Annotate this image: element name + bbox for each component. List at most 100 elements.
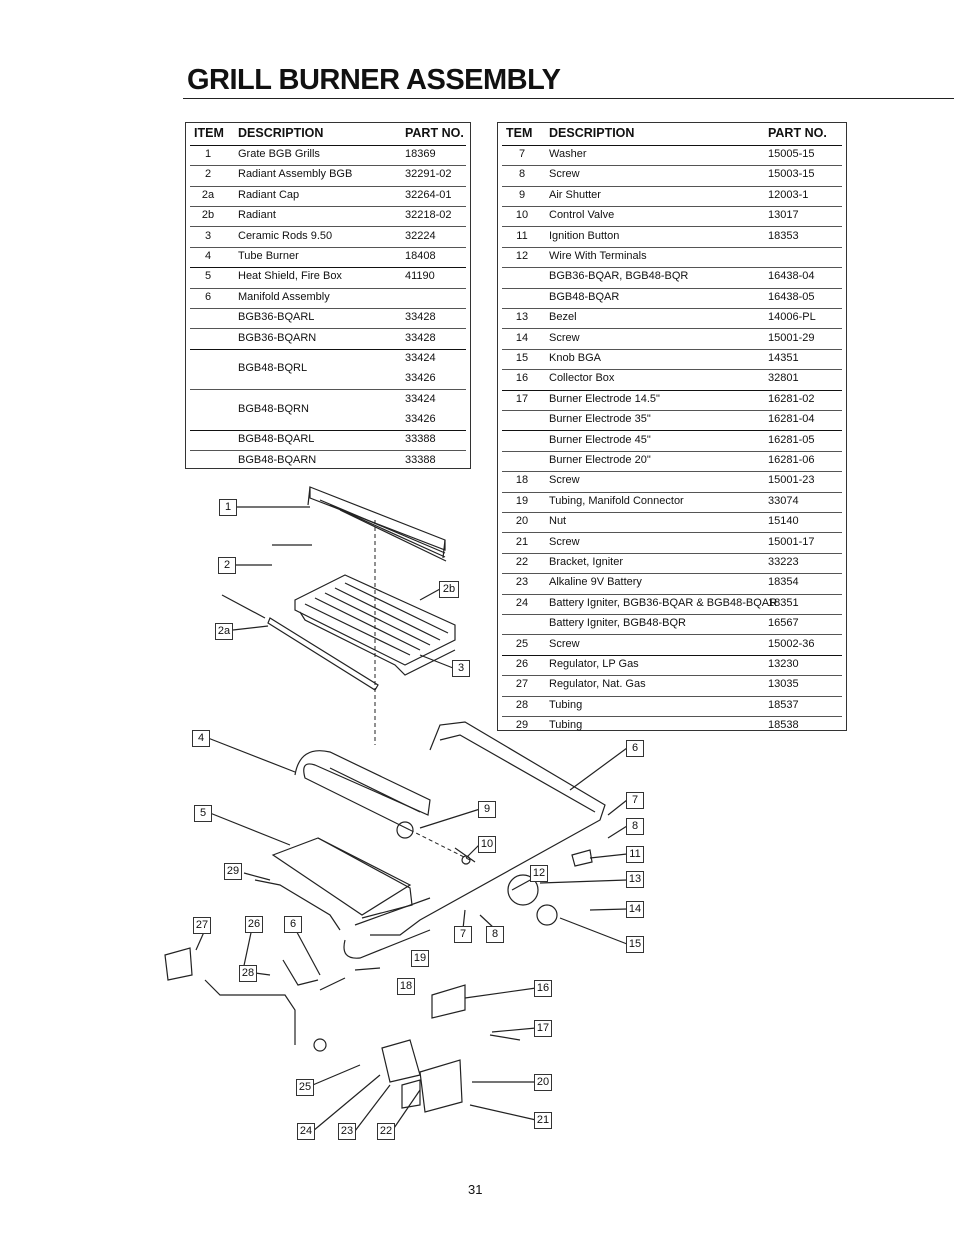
cell-item: 11	[516, 229, 528, 242]
callout-6b: 6	[284, 916, 302, 933]
cell-description: BGB48-BQARN	[238, 453, 317, 466]
page-title: GRILL BURNER ASSEMBLY	[187, 64, 561, 96]
cell-part-no: 33428	[405, 311, 436, 324]
cell-item: 22	[515, 556, 529, 568]
table-row: BGB48-BQARN 33388	[190, 451, 466, 471]
header-item: ITEM	[194, 126, 224, 140]
callout-6: 6	[626, 740, 644, 757]
cell-part-no: 33388	[405, 453, 436, 466]
cell-item: 4	[204, 250, 212, 262]
callout-3: 3	[452, 660, 470, 677]
cell-description: BGB48-BQAR	[549, 290, 620, 303]
callout-4: 4	[192, 730, 210, 747]
cell-description: Alkaline 9V Battery	[549, 576, 642, 589]
radiant-drawing	[294, 574, 456, 676]
cell-part-no: 16281-05	[768, 433, 815, 446]
cell-item: 26	[515, 658, 529, 670]
cell-part-no: 13035	[768, 678, 799, 691]
cell-part-no: 16567	[768, 617, 799, 630]
cell-description: Bracket, Igniter	[549, 556, 623, 568]
callout-26: 26	[245, 916, 263, 933]
callout-7b: 7	[454, 926, 472, 943]
cell-item: 23	[515, 576, 529, 589]
header-part-no: PART NO.	[768, 126, 827, 140]
header-description: DESCRIPTION	[549, 126, 635, 140]
callout-28: 28	[239, 965, 257, 982]
cell-item: 28	[515, 698, 529, 711]
cell-description: BGB48-BQARL	[238, 433, 315, 446]
header-part-no: PART NO.	[405, 126, 464, 140]
cell-description: BGB36-BQARN	[238, 331, 317, 344]
table-row: 23 Alkaline 9V Battery 18354	[502, 573, 842, 595]
cell-description: Heat Shield, Fire Box	[238, 270, 342, 283]
cell-part-no: 32801	[768, 372, 799, 385]
callout-17: 17	[534, 1020, 552, 1037]
cell-item: 16	[515, 372, 529, 385]
cell-description: Tubing	[549, 719, 583, 732]
cell-item: 2	[204, 168, 212, 181]
cell-part-no: 16281-02	[768, 392, 815, 405]
cell-description: Control Valve	[549, 209, 615, 222]
cell-part-no: 32224	[405, 229, 436, 242]
cell-part-no: 18369	[405, 148, 436, 160]
cell-part-no: 41190	[405, 270, 435, 283]
table-row: Burner Electrode 35"16281-04	[502, 410, 842, 432]
cell-item: 18	[515, 474, 529, 487]
cell-part-no: 15001-29	[768, 331, 815, 344]
cell-item: 12	[515, 250, 529, 262]
cell-description: Burner Electrode 20"	[549, 454, 651, 466]
cell-description: Radiant	[238, 209, 276, 222]
header-description: DESCRIPTION	[238, 126, 324, 140]
tube-burner-drawing	[294, 750, 431, 839]
cell-description: BGB48-BQRL	[238, 362, 308, 374]
callout-8b: 8	[486, 926, 504, 943]
cell-part-no: 18354	[768, 576, 799, 589]
cell-part-no: 15001-23	[768, 474, 815, 487]
cell-part-no: 18537	[768, 698, 799, 711]
cell-part-no-2: 33426	[405, 372, 436, 385]
grate-drawing	[307, 486, 447, 562]
callout-1: 1	[219, 499, 237, 516]
cell-part-no: 15002-36	[768, 637, 815, 650]
table-row: 12 Wire With Terminals	[502, 247, 842, 269]
cell-part-no: 18351	[768, 596, 799, 609]
table-header: TEM DESCRIPTION PART NO.	[502, 123, 842, 146]
cell-item: 3	[204, 229, 212, 242]
cell-description: Grate BGB Grills	[238, 148, 320, 160]
cell-description: Ceramic Rods 9.50	[238, 229, 333, 242]
cell-item: 2a	[201, 188, 215, 201]
cell-part-no: 18408	[405, 250, 436, 262]
cell-part-no: 33424	[405, 392, 436, 405]
cell-part-no: 33424	[405, 352, 436, 364]
callout-21: 21	[534, 1112, 552, 1129]
callout-2a: 2a	[215, 623, 233, 640]
callout-16: 16	[534, 980, 552, 997]
cell-description: Screw	[549, 168, 580, 181]
cell-description: Air Shutter	[549, 188, 601, 201]
cell-description: Wire With Terminals	[549, 250, 647, 262]
page-number: 31	[468, 1182, 483, 1197]
cell-description: Collector Box	[549, 372, 615, 385]
callout-11: 11	[626, 846, 644, 863]
table-row: BGB48-BQRL 33424 33426	[190, 349, 466, 391]
